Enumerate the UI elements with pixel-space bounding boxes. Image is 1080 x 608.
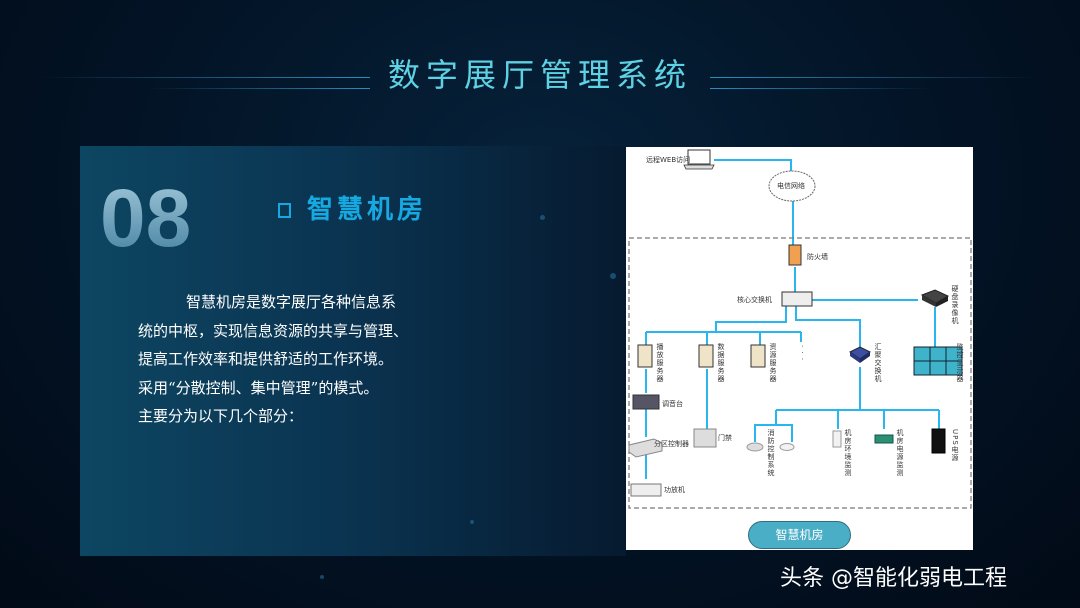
paragraph-line: 统的中枢，实现信息资源的共享与管理、	[138, 321, 409, 340]
laptop-icon	[683, 149, 715, 170]
label-firewall: 防火墙	[807, 253, 828, 261]
paragraph-line: 主要分为以下几个部分：	[138, 407, 304, 425]
label-aggregation-switch: 汇聚交换机	[874, 343, 882, 383]
label-data-server: 数据服务器	[717, 343, 725, 383]
env-sensor-icon	[832, 430, 842, 448]
label-telecom-network: 电信网络	[777, 182, 805, 190]
watermark: 头条 @智能化弱电工程	[780, 566, 1007, 591]
label-zone-controller: 分区控制器	[654, 440, 689, 448]
square-bullet-icon	[278, 203, 291, 218]
fire-sensor-icon	[779, 443, 795, 451]
core-switch-icon	[781, 291, 813, 307]
bokeh-dot	[540, 215, 545, 220]
bokeh-dot	[470, 520, 474, 524]
paragraph-line: 采用“分散控制、集中管理”的模式。	[138, 378, 379, 397]
title-decoration-left	[40, 77, 370, 78]
section-heading: 智慧机房	[278, 189, 427, 226]
monitor-wall-icon	[913, 346, 963, 376]
label-resource-server: 资源服务器	[769, 343, 777, 383]
server-icon	[637, 344, 766, 368]
amplifier-icon	[630, 483, 662, 497]
label-ups: UPS电源	[951, 429, 959, 462]
power-monitor-icon	[874, 434, 894, 444]
network-diagram: 远程WEB访问 电信网络 防火墙 核心交换机 硬盘录像机 监控显示器 播放服务器…	[626, 147, 973, 550]
label-ellipsis: · · ·	[798, 345, 806, 362]
section-paragraph: 智慧机房是数字展厅各种信息系 统的中枢，实现信息资源的共享与管理、 提高工作效率…	[138, 288, 438, 431]
paragraph-line: 提高工作效率和提供舒适的工作环境。	[138, 350, 394, 368]
label-play-server: 播放服务器	[656, 343, 664, 383]
access-control-icon	[693, 428, 717, 448]
firewall-icon	[788, 244, 802, 266]
label-power-monitor: 机房电源监测	[896, 429, 904, 477]
paragraph-line: 智慧机房是数字展厅各种信息系	[186, 293, 397, 311]
bokeh-dot	[320, 575, 324, 579]
title-decoration-left	[150, 88, 370, 89]
page-title: 数字展厅管理系统	[387, 56, 692, 94]
smart-server-room-button[interactable]: 智慧机房	[748, 521, 851, 549]
label-access-control: 门禁	[718, 434, 732, 442]
label-mixer: 调音台	[662, 400, 683, 408]
label-monitor: 监控显示器	[956, 343, 964, 383]
label-env-monitor: 机房环境监测	[844, 429, 852, 477]
label-remote-web: 远程WEB访问	[646, 156, 691, 164]
label-fire-control: 消防控制系统	[767, 429, 775, 477]
label-amplifier: 功放机	[664, 486, 685, 494]
label-nvr: 硬盘录像机	[951, 285, 959, 325]
smoke-detector-icon	[746, 442, 764, 452]
mixer-console-icon	[632, 394, 660, 410]
bokeh-dot	[610, 273, 616, 279]
section-number: 08	[100, 173, 192, 264]
cloud-icon	[768, 170, 816, 202]
dashed-boundary	[628, 237, 972, 509]
ups-icon	[931, 428, 946, 454]
title-decoration-right	[710, 88, 930, 89]
zone-controller-icon	[628, 438, 663, 458]
section-heading-text: 智慧机房	[307, 195, 428, 225]
diagram-lines	[628, 149, 972, 509]
content-panel	[80, 146, 626, 556]
label-core-switch: 核心交换机	[737, 296, 772, 304]
title-decoration-right	[710, 77, 1040, 78]
